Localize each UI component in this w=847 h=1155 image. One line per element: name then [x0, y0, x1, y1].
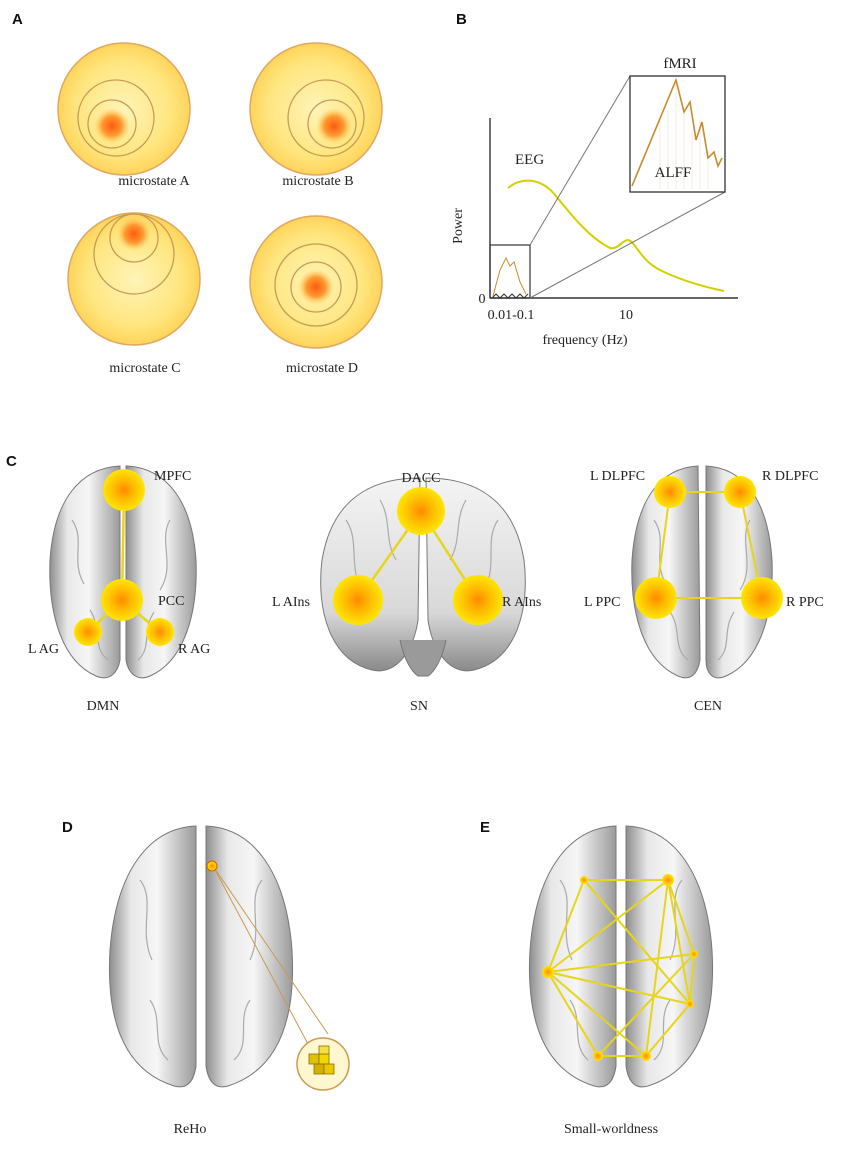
sw-node-1: [580, 876, 588, 884]
microstate-d-label: microstate D: [286, 361, 358, 376]
sw-node-6: [593, 1051, 603, 1061]
microstate-c-map: [67, 212, 201, 346]
panel-c-letter: C: [6, 453, 17, 470]
node-r-ppc: [741, 577, 783, 619]
node-dacc: [397, 487, 445, 535]
microstate-b-map: [249, 42, 383, 176]
label-l-ag: L AG: [28, 642, 59, 657]
reho-zoom-line-1: [212, 865, 309, 1045]
panel-b-letter: B: [456, 11, 467, 28]
label-r-ains: R AIns: [502, 595, 541, 610]
node-r-dlpfc: [724, 476, 756, 508]
microstate-b-label: microstate B: [282, 174, 353, 189]
low-freq-box: [489, 244, 531, 299]
sw-node-3: [542, 966, 554, 978]
label-l-dlpfc: L DLPFC: [590, 469, 645, 484]
low-freq-mini-curve: [492, 256, 527, 297]
reho-voxel-cluster: [296, 1037, 350, 1091]
origin-label: 0: [479, 292, 486, 307]
label-small-worldness: Small-worldness: [564, 1122, 658, 1137]
reho-voxel-spot: [206, 860, 218, 872]
label-sn: SN: [410, 699, 428, 714]
y-axis-label: Power: [451, 208, 466, 244]
sw-node-2: [662, 874, 674, 886]
node-r-ag: [146, 618, 174, 646]
label-r-ag: R AG: [178, 642, 210, 657]
inset-hatching: [659, 84, 709, 190]
node-pcc: [101, 579, 143, 621]
fmri-alff-curve: [631, 77, 723, 187]
panel-d: D ReHo: [62, 819, 350, 1137]
panel-c: C MPFC PCC L AG R AG DMN: [6, 453, 824, 714]
panel-e: E Small-worldne: [480, 819, 714, 1137]
node-r-ains: [453, 575, 503, 625]
small-world-edges: [547, 879, 695, 1057]
node-l-ains: [333, 575, 383, 625]
panel-b: B Power 0 0.01-0.1 10 frequency (Hz) EEG…: [451, 11, 738, 348]
node-l-ag: [74, 618, 102, 646]
zoom-line-top: [529, 75, 631, 246]
cen-brain: [631, 465, 773, 679]
label-dacc: DACC: [402, 471, 441, 486]
tick-label-10: 10: [619, 308, 633, 323]
reho-brain: [108, 825, 294, 1088]
dmn-brain: [49, 465, 197, 679]
microstate-a-map: [57, 42, 191, 176]
low-freq-zigzag: [491, 293, 529, 299]
microstate-c-label: microstate C: [109, 361, 180, 376]
node-mpfc: [103, 469, 145, 511]
sw-node-5: [686, 1000, 694, 1008]
label-reho: ReHo: [174, 1122, 207, 1137]
fmri-label: fMRI: [663, 56, 696, 72]
label-l-ains: L AIns: [272, 595, 310, 610]
tick-label-low: 0.01-0.1: [488, 308, 535, 323]
panel-a-letter: A: [12, 11, 23, 28]
sw-node-4: [690, 950, 698, 958]
label-pcc: PCC: [158, 594, 184, 609]
panel-d-letter: D: [62, 819, 73, 836]
sn-brain: [320, 477, 526, 677]
label-r-dlpfc: R DLPFC: [762, 469, 818, 484]
x-axis-label: frequency (Hz): [542, 333, 627, 348]
label-l-ppc: L PPC: [584, 595, 620, 610]
label-cen: CEN: [694, 699, 722, 714]
microstate-a-label: microstate A: [118, 174, 190, 189]
panel-a: A microstate A microstate B microstate C: [12, 11, 383, 376]
eeg-power-curve: [507, 179, 725, 292]
sw-node-7: [641, 1051, 651, 1061]
node-l-dlpfc: [654, 476, 686, 508]
label-mpfc: MPFC: [154, 469, 191, 484]
node-l-ppc: [635, 577, 677, 619]
fmri-inset: [629, 75, 726, 193]
panel-e-letter: E: [480, 819, 490, 836]
alff-label: ALFF: [655, 165, 692, 181]
zoom-line-bottom: [529, 191, 726, 299]
label-r-ppc: R PPC: [786, 595, 824, 610]
small-world-brain: [528, 825, 714, 1088]
eeg-label: EEG: [515, 152, 544, 168]
label-dmn: DMN: [87, 699, 120, 714]
reho-zoom-line-2: [212, 865, 329, 1035]
microstate-d-map: [249, 215, 383, 349]
